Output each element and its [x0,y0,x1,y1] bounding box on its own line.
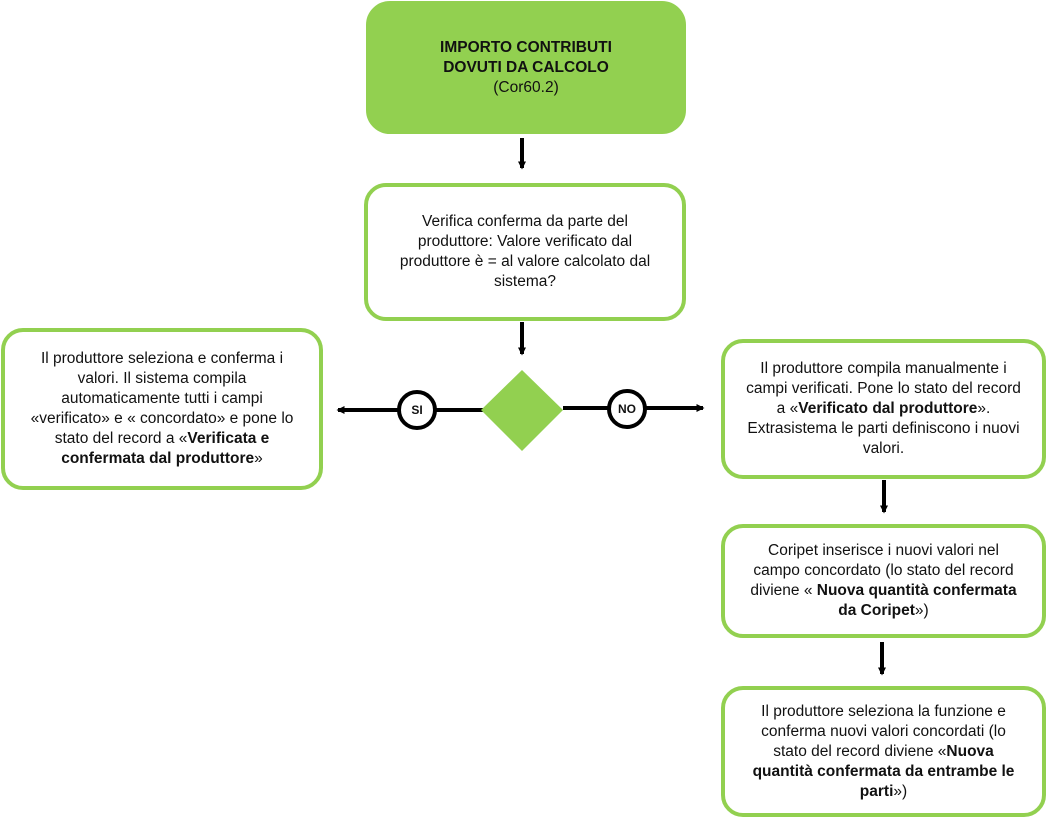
coripet-text-pre: Coripet inserisce i nuovi valori nel cam… [750,542,1014,599]
start-title-line1: IMPORTO CONTRIBUTI [440,38,612,56]
coripet-text-bold: Nuova quantità confermata da Coripet [816,582,1017,619]
no-branch-text-bold: Verificato dal produttore [798,400,978,417]
final-node: Il produttore seleziona la funzione e co… [721,686,1046,817]
yes-branch-node: Il produttore seleziona e conferma i val… [1,328,323,490]
yes-branch-text-post: » [254,450,263,467]
no-branch-text: Il produttore compila manualmente i camp… [745,359,1022,459]
yes-branch-text: Il produttore seleziona e conferma i val… [23,349,301,469]
decision-diamond [481,370,563,451]
coripet-text-post: ») [914,602,929,619]
verify-question-text: Verifica conferma da parte del produttor… [399,213,651,290]
no-label: NO [607,389,647,429]
start-title-line2: DOVUTI DA CALCOLO [443,58,609,76]
start-node: IMPORTO CONTRIBUTI DOVUTI DA CALCOLO (Co… [366,1,686,134]
yes-label: SI [397,390,437,430]
start-code: (Cor60.2) [493,78,559,96]
final-text-pre: Il produttore seleziona la funzione e co… [761,702,1006,760]
final-text-post: ») [893,782,908,800]
no-branch-node: Il produttore compila manualmente i camp… [721,339,1046,479]
no-branch-text-post: ». Extrasistema le parti definiscono i n… [747,400,1020,457]
verify-question-node: Verifica conferma da parte del produttor… [364,183,686,321]
final-text-bold: Nuova quantità confermata da entrambe le… [752,742,1015,800]
final-text: Il produttore seleziona la funzione e co… [743,702,1024,802]
yes-branch-text-bold: Verificata e confermata dal produttore [61,430,270,467]
yes-branch-text-pre: Il produttore seleziona e conferma i val… [30,350,294,447]
coripet-text: Coripet inserisce i nuovi valori nel cam… [743,541,1024,621]
no-branch-text-pre: Il produttore compila manualmente i camp… [746,360,1021,417]
coripet-node: Coripet inserisce i nuovi valori nel cam… [721,524,1046,638]
